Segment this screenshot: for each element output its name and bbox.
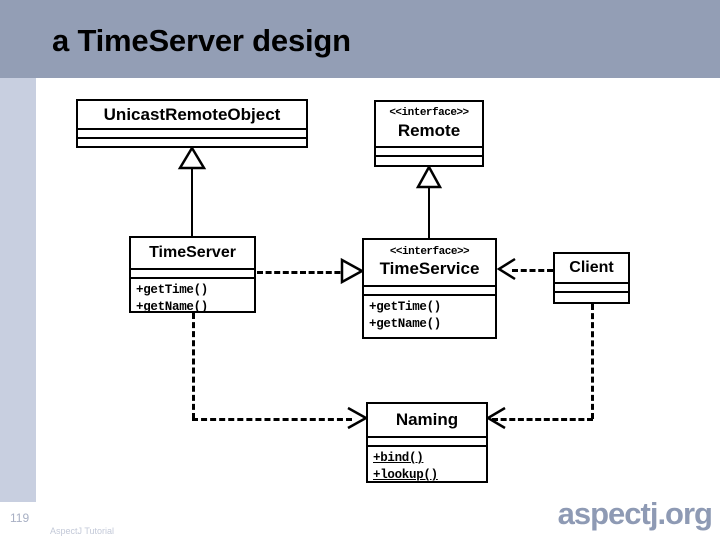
slide-header: a TimeServer design [0, 0, 720, 78]
class-attributes-remote [376, 146, 482, 155]
edge-client-uses-naming-vertical [591, 304, 594, 419]
class-attributes-time-server [131, 268, 254, 277]
class-box-naming[interactable]: Naming +bind() +lookup() [366, 402, 488, 483]
page-number: 119 [10, 511, 30, 525]
edge-client-uses-timeservice [512, 269, 553, 272]
edge-client-uses-naming-horizontal [492, 418, 593, 421]
class-operations-naming: +bind() +lookup() [368, 445, 486, 487]
edge-timeservice-extends-remote [428, 186, 430, 238]
page-title: a TimeServer design [52, 23, 351, 58]
edge-timeserver-extends-unicast [191, 158, 193, 236]
class-box-time-service[interactable]: <<interface>> TimeService +getTime() +ge… [362, 238, 497, 339]
edge-timeserver-uses-naming-vertical [192, 313, 195, 419]
left-rail [0, 78, 36, 502]
edge-timeserver-uses-naming-horizontal [192, 418, 352, 421]
class-name-remote: Remote [397, 120, 461, 140]
class-operations-time-service: +getTime() +getName() [364, 294, 495, 336]
class-title-client: Client [555, 254, 628, 282]
class-stereotype-remote: <<interface>> [389, 107, 469, 120]
operation-time-service-gettime: +getTime() [369, 300, 442, 314]
operation-naming-lookup: +lookup() [373, 468, 438, 483]
operation-time-service-getname: +getName() [369, 317, 442, 332]
operation-time-server-gettime: +getTime() [136, 283, 209, 297]
class-title-time-service: <<interface>> TimeService [364, 240, 495, 285]
class-box-remote[interactable]: <<interface>> Remote [374, 100, 484, 167]
slide-footer [0, 502, 720, 540]
class-stereotype-time-service: <<interface>> [389, 245, 470, 258]
class-attributes-client [555, 282, 628, 291]
class-name-unicast-remote-object: UnicastRemoteObject [103, 104, 281, 124]
brand-logo: aspectj.org [557, 496, 713, 531]
footer-note: AspectJ Tutorial [50, 526, 115, 536]
class-operations-time-server: +getTime() +getName() [131, 277, 254, 319]
class-attributes-naming [368, 436, 486, 445]
class-title-naming: Naming [368, 404, 486, 436]
class-attributes-time-service [364, 285, 495, 294]
class-title-unicast-remote-object: UnicastRemoteObject [78, 101, 306, 128]
class-box-client[interactable]: Client [553, 252, 630, 304]
class-operations-unicast-remote-object [78, 137, 306, 146]
operation-naming-bind: +bind() [373, 451, 424, 465]
class-box-time-server[interactable]: TimeServer +getTime() +getName() [129, 236, 256, 314]
edge-timeserver-implements-timeservice [257, 271, 349, 274]
class-box-unicast-remote-object[interactable]: UnicastRemoteObject [76, 99, 308, 148]
class-operations-client [555, 291, 628, 300]
class-name-client: Client [569, 258, 614, 276]
operation-time-server-getname: +getName() [136, 300, 209, 315]
class-name-time-server: TimeServer [149, 243, 236, 261]
class-name-time-service: TimeService [379, 259, 480, 279]
class-attributes-unicast-remote-object [78, 128, 306, 137]
class-operations-remote [376, 155, 482, 164]
class-name-naming: Naming [395, 410, 459, 430]
class-title-remote: <<interface>> Remote [376, 102, 482, 146]
class-title-time-server: TimeServer [131, 238, 254, 268]
